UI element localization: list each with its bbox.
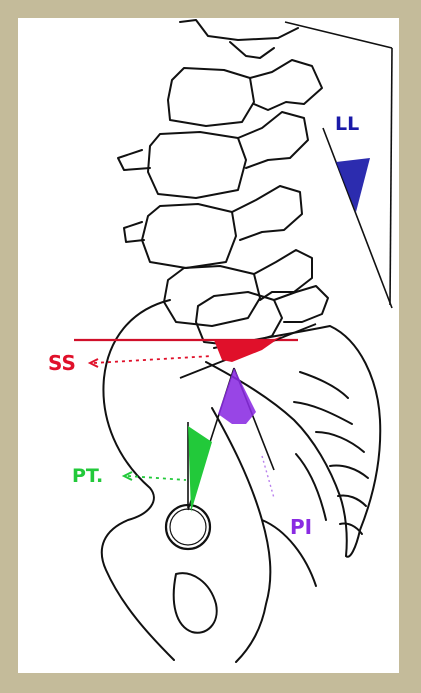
pi-angle-wedge bbox=[218, 368, 256, 424]
pt-dotted-leader bbox=[128, 476, 186, 480]
pi-leader-line bbox=[262, 456, 274, 498]
pelvis-outline bbox=[102, 300, 326, 662]
pt-angle-wedge bbox=[188, 426, 212, 512]
femoral-head-inner bbox=[170, 509, 206, 545]
ss-label: SS bbox=[48, 351, 76, 375]
ll-label: LL bbox=[335, 113, 359, 135]
femoral-head bbox=[166, 505, 210, 549]
ss-dotted-leader bbox=[94, 356, 212, 363]
pi-label: PI bbox=[290, 515, 312, 539]
ll-angle-wedge bbox=[336, 158, 370, 212]
lumbar-vertebrae bbox=[118, 20, 328, 346]
pt-label: PT. bbox=[72, 465, 103, 487]
